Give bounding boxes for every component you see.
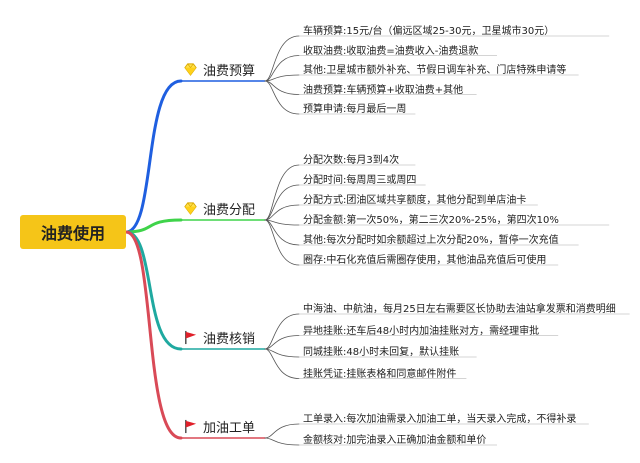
branch-label: 加油工单 bbox=[203, 420, 256, 436]
leaf-connector bbox=[264, 335, 300, 350]
branch-connector bbox=[124, 230, 183, 440]
branch-node[interactable]: 油费预算 bbox=[183, 58, 255, 80]
leaf-item[interactable]: 分配金额:第一次50%，第二三次20%-25%，第四次10% bbox=[303, 215, 559, 226]
leaf-item[interactable]: 中海油、中航油，每月25日左右需要区长协助去油站拿发票和消费明细 bbox=[303, 304, 616, 315]
leaf-item[interactable]: 工单录入:每次加油需录入加油工单，当天录入完成，不得补录 bbox=[303, 414, 577, 425]
leaf-item[interactable]: 分配时间:每周周三或周四 bbox=[303, 175, 417, 186]
leaf-item[interactable]: 收取油费:收取油费=油费收入-油费退款 bbox=[303, 45, 479, 57]
leaf-connector bbox=[264, 204, 300, 221]
leaf-item[interactable]: 油费预算:车辆预算+收取油费+其他 bbox=[303, 84, 464, 96]
leaf-item[interactable]: 其他:每次分配时如余额超过上次分配20%，暂停一次充值 bbox=[303, 235, 559, 246]
leaf-item[interactable]: 异地挂账:还车后48小时内加油挂账对方，需经理审批 bbox=[303, 325, 540, 337]
diamond-icon bbox=[183, 62, 198, 77]
red-flag-icon bbox=[183, 330, 198, 345]
root-label: 油费使用 bbox=[40, 224, 105, 243]
leaf-connector bbox=[264, 437, 300, 446]
leaf-item[interactable]: 分配次数:每月3到4次 bbox=[303, 155, 400, 166]
leaf-connector bbox=[264, 80, 300, 95]
root-node[interactable]: 油费使用 bbox=[20, 215, 126, 249]
branch-node[interactable]: 加油工单 bbox=[183, 415, 255, 437]
red-flag-icon bbox=[183, 419, 198, 434]
leaf-connector bbox=[264, 55, 300, 82]
leaf-connector bbox=[264, 348, 300, 379]
leaf-item[interactable]: 金额核对:加完油录入正确加油金额和单价 bbox=[303, 435, 487, 446]
leaf-connector bbox=[264, 423, 300, 439]
branch-node[interactable]: 油费核销 bbox=[183, 326, 255, 348]
branch-label: 油费分配 bbox=[203, 202, 256, 218]
branch-label: 油费核销 bbox=[203, 331, 256, 347]
leaf-item[interactable]: 其他:卫星城市额外补充、节假日调车补充、门店特殊申请等 bbox=[303, 65, 567, 76]
branch-connector bbox=[124, 230, 183, 351]
leaf-item[interactable]: 车辆预算:15元/台（偏远区域25-30元，卫星城市30元） bbox=[303, 26, 555, 37]
branch-label: 油费预算 bbox=[203, 63, 256, 79]
leaf-item[interactable]: 圈存:中石化充值后需圈存使用，其他油品充值后可使用 bbox=[303, 255, 547, 266]
branch-node[interactable]: 油费分配 bbox=[183, 197, 255, 219]
diamond-icon bbox=[183, 201, 198, 216]
leaf-connector bbox=[264, 35, 300, 82]
leaf-item[interactable]: 同城挂账:48小时未回复，默认挂账 bbox=[303, 347, 460, 358]
leaf-connector bbox=[264, 219, 300, 226]
leaf-connector bbox=[264, 184, 300, 221]
branch-connector bbox=[124, 218, 183, 234]
leaf-item[interactable]: 挂账凭证:挂账表格和同意邮件附件 bbox=[303, 368, 457, 380]
leaf-connector bbox=[264, 219, 300, 266]
leaf-connector bbox=[264, 80, 300, 115]
leaf-connector bbox=[264, 313, 300, 350]
leaf-item[interactable]: 预算申请:每月最后一周 bbox=[303, 104, 407, 115]
leaf-item[interactable]: 分配方式:团油区域共享额度，其他分配到单店油卡 bbox=[303, 195, 527, 206]
branch-connector bbox=[124, 79, 183, 234]
leaf-connector bbox=[264, 74, 300, 82]
